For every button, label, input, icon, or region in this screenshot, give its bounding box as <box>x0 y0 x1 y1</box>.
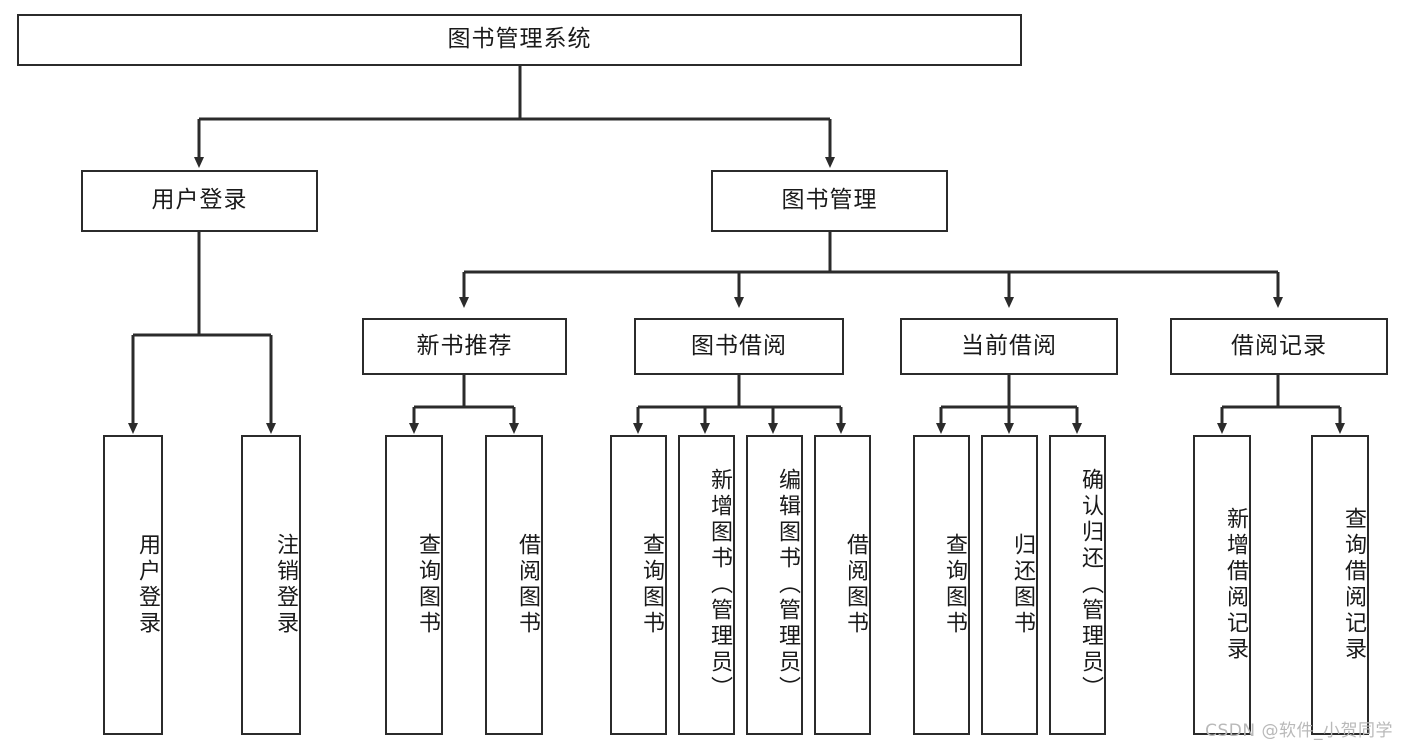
leaf-new-book-borrow[interactable]: 借阅图书 <box>485 435 543 735</box>
leaf-query-borrow-record[interactable]: 查询借阅记录 <box>1311 435 1369 735</box>
node-current-borrow[interactable]: 当前借阅 <box>900 318 1118 375</box>
node-label: 归还图书 <box>1010 533 1035 637</box>
node-borrow-record[interactable]: 借阅记录 <box>1170 318 1388 375</box>
node-root-system[interactable]: 图书管理系统 <box>17 14 1022 66</box>
node-label: 注销登录 <box>273 533 298 637</box>
leaf-new-book-query[interactable]: 查询图书 <box>385 435 443 735</box>
node-book-management[interactable]: 图书管理 <box>711 170 948 232</box>
node-label: 用户登录 <box>135 533 160 637</box>
node-label: 确认归还（管理员） <box>1078 468 1103 702</box>
leaf-edit-book-admin[interactable]: 编辑图书（管理员） <box>746 435 803 735</box>
node-label: 图书借阅 <box>691 332 787 359</box>
node-label: 用户登录 <box>151 187 248 214</box>
node-label: 新书推荐 <box>416 332 513 359</box>
leaf-confirm-return-admin[interactable]: 确认归还（管理员） <box>1049 435 1106 735</box>
leaf-borrow-book[interactable]: 借阅图书 <box>814 435 871 735</box>
node-label: 新增图书（管理员） <box>707 468 732 702</box>
node-book-borrow[interactable]: 图书借阅 <box>634 318 844 375</box>
leaf-return-book[interactable]: 归还图书 <box>981 435 1038 735</box>
node-new-book-recommend[interactable]: 新书推荐 <box>362 318 567 375</box>
node-label: 查询图书 <box>942 533 967 637</box>
leaf-borrow-query-book[interactable]: 查询图书 <box>610 435 667 735</box>
leaf-logout[interactable]: 注销登录 <box>241 435 301 735</box>
node-label: 查询借阅记录 <box>1341 507 1366 663</box>
leaf-current-query-book[interactable]: 查询图书 <box>913 435 970 735</box>
node-label: 图书管理 <box>781 187 878 214</box>
node-label: 查询图书 <box>415 533 440 637</box>
node-label: 新增借阅记录 <box>1223 507 1248 663</box>
leaf-add-borrow-record[interactable]: 新增借阅记录 <box>1193 435 1251 735</box>
node-label: 查询图书 <box>639 533 664 637</box>
node-label: 编辑图书（管理员） <box>775 468 800 702</box>
node-user-login[interactable]: 用户登录 <box>81 170 318 232</box>
node-label: 当前借阅 <box>961 332 1057 359</box>
leaf-add-book-admin[interactable]: 新增图书（管理员） <box>678 435 735 735</box>
node-label: 借阅记录 <box>1231 332 1327 359</box>
leaf-user-login[interactable]: 用户登录 <box>103 435 163 735</box>
node-label: 借阅图书 <box>843 533 868 637</box>
node-label: 借阅图书 <box>515 533 540 637</box>
node-label: 图书管理系统 <box>447 26 592 53</box>
